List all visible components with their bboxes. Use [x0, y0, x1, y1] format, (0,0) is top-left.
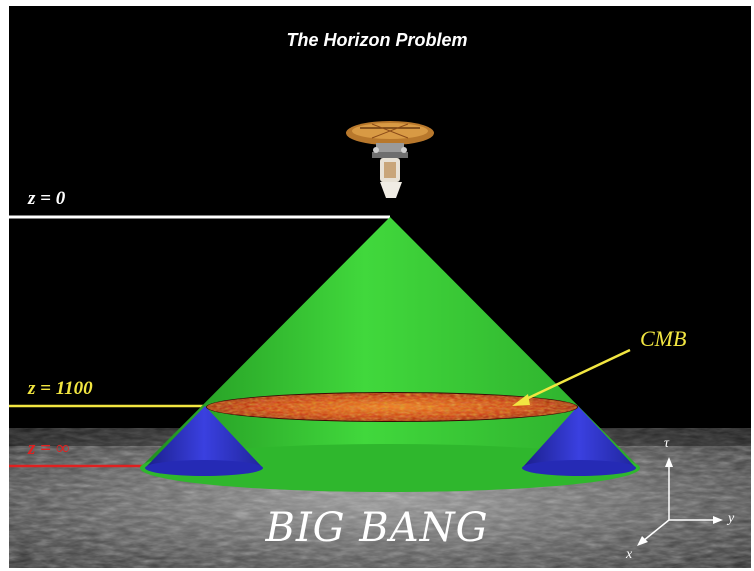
label-cmb: CMB	[640, 326, 687, 351]
cmb-ring	[206, 392, 578, 422]
label-z0: z = 0	[28, 188, 66, 209]
label-z1100: z = 1100	[28, 378, 93, 399]
label-big-bang: BIG BANG	[265, 505, 489, 551]
coordinate-axes	[637, 457, 723, 546]
cmb-arrow	[512, 348, 631, 406]
axis-label-x: x	[626, 547, 633, 562]
small-horizon-cone-right	[522, 406, 636, 476]
axis-label-tau: τ	[664, 436, 670, 451]
satellite-icon	[346, 121, 434, 198]
small-horizon-cone-left	[145, 406, 263, 476]
axis-label-y: y	[728, 511, 735, 526]
label-zinf: z = ∞	[28, 438, 70, 459]
past-light-cone	[140, 217, 640, 492]
figure-title: The Horizon Problem	[286, 30, 468, 50]
